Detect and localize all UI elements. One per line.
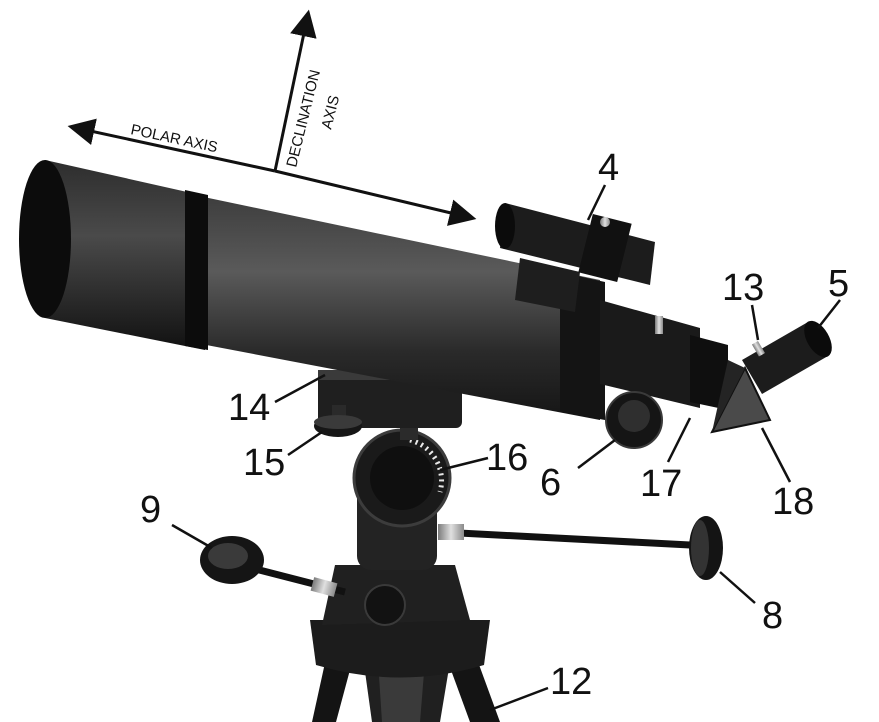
callout-numbers: 4 5 13 14 15 16 6 17 18 9 8 12 bbox=[140, 147, 849, 703]
leader-lines bbox=[171, 184, 841, 712]
leader-8 bbox=[719, 571, 756, 604]
callout-4: 4 bbox=[598, 147, 619, 189]
mount bbox=[314, 370, 470, 626]
slow-motion-cables bbox=[200, 516, 723, 597]
optical-tube bbox=[19, 160, 832, 449]
finder-scope bbox=[495, 203, 655, 312]
leader-18 bbox=[760, 427, 792, 483]
polar-axis-label: POLAR AXIS bbox=[129, 121, 219, 156]
leader-14 bbox=[274, 373, 326, 404]
leader-17 bbox=[666, 417, 692, 463]
leader-4 bbox=[586, 184, 607, 221]
callout-6: 6 bbox=[540, 462, 561, 504]
leader-12 bbox=[489, 686, 549, 712]
callout-9: 9 bbox=[140, 489, 161, 531]
callout-14: 14 bbox=[228, 387, 270, 429]
declination-axis-label-line2: AXIS bbox=[318, 94, 343, 131]
leader-6 bbox=[577, 439, 616, 469]
callout-15: 15 bbox=[243, 442, 285, 484]
leader-5 bbox=[817, 299, 841, 329]
polar-axis-arrow-right bbox=[274, 169, 477, 226]
leader-9 bbox=[171, 523, 213, 550]
callout-17: 17 bbox=[640, 463, 682, 505]
callout-5: 5 bbox=[828, 263, 849, 305]
callout-12: 12 bbox=[550, 661, 592, 703]
callout-16: 16 bbox=[486, 437, 528, 479]
polar-axis-arrow-left bbox=[67, 118, 276, 173]
callout-8: 8 bbox=[762, 595, 783, 637]
declination-axis-label-line1: DECLINATION bbox=[283, 68, 324, 169]
leader-13 bbox=[750, 304, 760, 341]
tripod-legs bbox=[310, 620, 500, 722]
callout-13: 13 bbox=[722, 267, 764, 309]
leader-15 bbox=[287, 430, 323, 457]
callout-18: 18 bbox=[772, 481, 814, 523]
declination-axis-arrow bbox=[273, 9, 317, 172]
leader-16 bbox=[439, 456, 489, 472]
